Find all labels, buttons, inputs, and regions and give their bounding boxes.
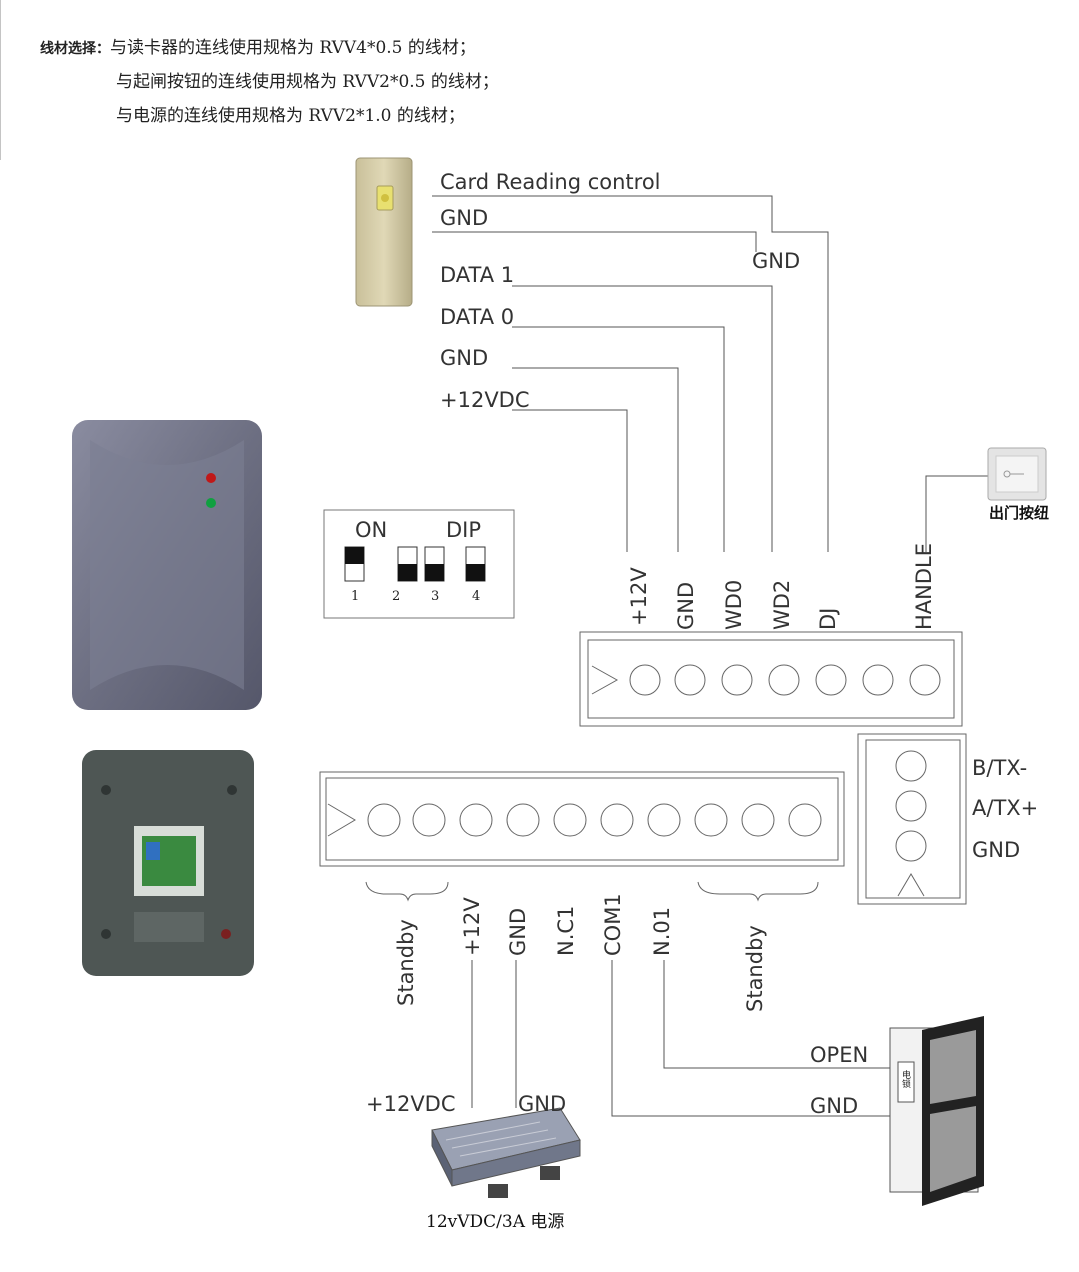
terminal-label-dj: DJ	[816, 607, 840, 630]
dip-switch-4-number: 4	[472, 589, 481, 604]
rs485-terminal-block	[857, 733, 967, 905]
card-reader-back	[82, 750, 254, 976]
dip-switch-box	[323, 509, 515, 619]
dip-switch-3-number: 3	[431, 589, 440, 604]
door-gnd-label: GND	[810, 1094, 859, 1118]
dip-switch-1-number: 1	[351, 589, 360, 604]
slim-card-reader	[355, 157, 413, 307]
door-lock-label: 电锁	[900, 1070, 910, 1088]
rs485-label-atx: A/TX+	[972, 796, 1039, 820]
bottom-wires	[471, 960, 892, 1117]
label-reader-gnd-1: GND	[440, 206, 489, 230]
exit-button-caption: 出门按纽	[989, 504, 1050, 522]
standby-braces	[365, 881, 819, 902]
label-gnd-junction: GND	[752, 249, 801, 273]
psu-gnd-label: GND	[518, 1092, 567, 1116]
wire-spec-text-1: 与读卡器的连线使用规格为 RVV4*0.5 的线材；	[110, 38, 476, 58]
exit-button-device	[987, 447, 1047, 501]
wire-spec-line-1: 线材选择：与读卡器的连线使用规格为 RVV4*0.5 的线材；	[40, 40, 476, 57]
bottom-label-no1: N.01	[650, 906, 674, 956]
bottom-terminal-block	[319, 771, 845, 867]
door-open-label: OPEN	[810, 1043, 869, 1067]
wire-spec-line-2: 与起闸按钮的连线使用规格为 RVV2*0.5 的线材；	[116, 72, 499, 92]
wire-spec-heading: 线材选择：	[40, 41, 110, 57]
psu-caption: 12vVDC/3A 电源	[426, 1212, 565, 1232]
psu-12vdc-label: +12VDC	[366, 1092, 456, 1116]
bottom-label-com1: COM1	[601, 893, 625, 956]
wire-spec-line-3: 与电源的连线使用规格为 RVV2*1.0 的线材；	[116, 106, 465, 126]
bottom-label-standby-left: Standby	[394, 919, 418, 1006]
label-card-reading-control: Card Reading control	[440, 170, 661, 194]
terminal-label-handle: HANDLE	[912, 542, 936, 630]
label-reader-12vdc: +12VDC	[440, 388, 530, 412]
terminal-label-wd2: WD2	[770, 579, 794, 630]
bottom-label-standby-right: Standby	[743, 925, 767, 1012]
terminal-label-wd0: WD0	[722, 579, 746, 630]
bottom-label-nc1: N.C1	[554, 905, 578, 956]
label-reader-gnd-2: GND	[440, 346, 489, 370]
label-data-1: DATA 1	[440, 263, 515, 287]
door	[889, 1016, 984, 1206]
top-terminal-block	[579, 631, 963, 727]
bottom-label-gnd: GND	[506, 907, 530, 956]
dip-switch-2-number: 2	[392, 589, 401, 604]
bottom-label-12v: +12V	[460, 897, 484, 956]
terminal-label-12v: +12V	[627, 567, 651, 626]
dip-on-label: ON	[355, 518, 388, 542]
power-supply	[431, 1107, 581, 1198]
terminal-label-gnd: GND	[674, 581, 698, 630]
label-data-0: DATA 0	[440, 305, 515, 329]
rs485-label-btx: B/TX-	[972, 756, 1028, 780]
dip-title-label: DIP	[446, 518, 482, 542]
rs485-label-gnd: GND	[972, 838, 1021, 862]
reader-wires	[432, 195, 990, 552]
card-reader-front	[72, 420, 262, 710]
